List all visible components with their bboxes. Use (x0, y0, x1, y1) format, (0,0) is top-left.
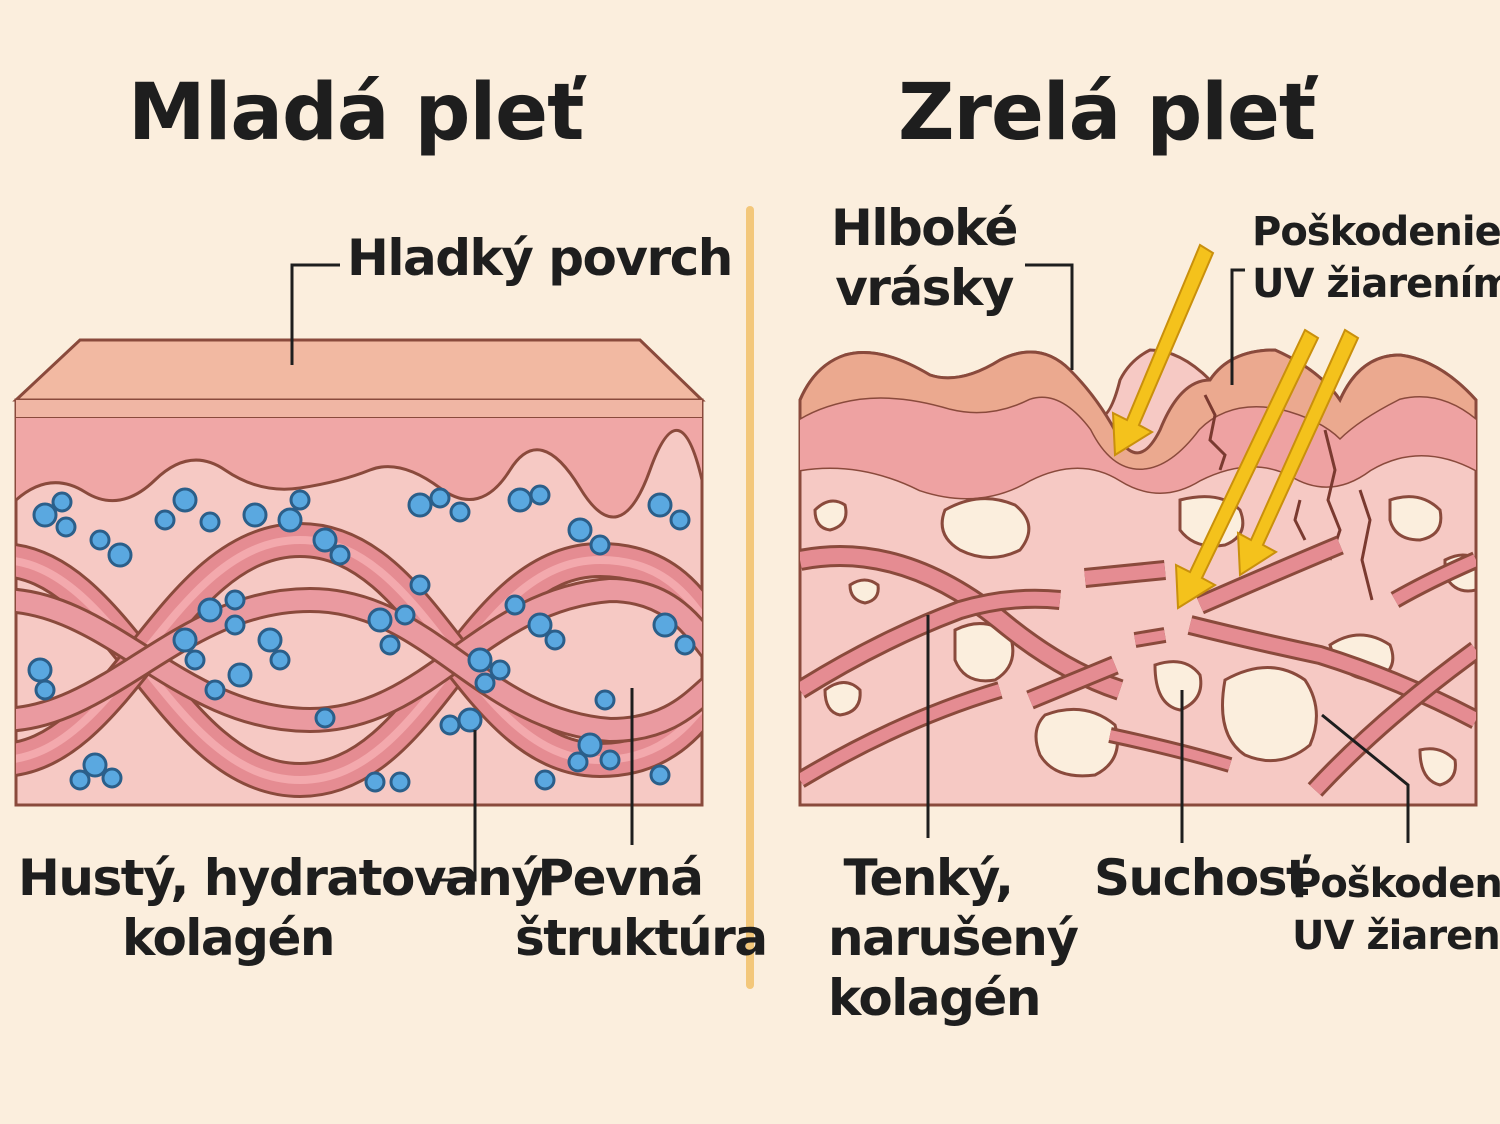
young-epidermis-top (12, 338, 706, 402)
thin-collagen-label: Tenký, narušený kolagén (828, 848, 1079, 1028)
dryness-label: Suchosť (1094, 849, 1310, 907)
thin-collagen-line-2: narušený (828, 909, 1079, 967)
dense-collagen-line-2: kolagén (122, 909, 335, 967)
firm-structure-line-2: štruktúra (515, 909, 768, 967)
mature-skin-title: Zrelá pleť (898, 68, 1316, 158)
uv-damage-top-label: Poškodenie UV žiarením (1252, 206, 1500, 310)
mature-leader-lines (926, 263, 1410, 843)
deep-wrinkles-line-1: Hlboké (831, 199, 1018, 257)
smooth-surface-label: Hladký povrch (347, 229, 733, 287)
young-leader-lines (290, 263, 634, 882)
water-molecules (27, 484, 696, 793)
young-skin-block (12, 338, 706, 807)
uv-damage-top-line-1: Poškodenie (1252, 209, 1500, 255)
uv-damage-bottom-line-2: UV žiarením (1292, 913, 1500, 959)
firm-structure-line-1: Pevná (537, 849, 705, 907)
dense-collagen-line-1: Hustý, hydratovaný (18, 849, 544, 907)
uv-damage-bottom-line-1: Poškodenie (1292, 861, 1500, 907)
firm-structure-label: Pevná štruktúra (515, 848, 768, 968)
uv-damage-bottom-label: Poškodenie UV žiarením (1292, 858, 1500, 962)
thin-collagen-line-3: kolagén (828, 969, 1041, 1027)
young-collagen-fibers (16, 521, 702, 799)
mature-collagen-fibers (800, 535, 1476, 797)
deep-wrinkles-line-2: vrásky (835, 259, 1014, 317)
thin-collagen-line-1: Tenký, (843, 849, 1014, 907)
mature-skin-block (798, 243, 1478, 807)
dense-collagen-label: Hustý, hydratovaný kolagén (18, 848, 544, 968)
deep-wrinkles-label: Hlboké vrásky (826, 198, 1022, 318)
uv-arrows (1111, 243, 1360, 610)
uv-damage-top-line-2: UV žiarením (1252, 261, 1500, 307)
young-skin-title: Mladá pleť (128, 68, 584, 158)
